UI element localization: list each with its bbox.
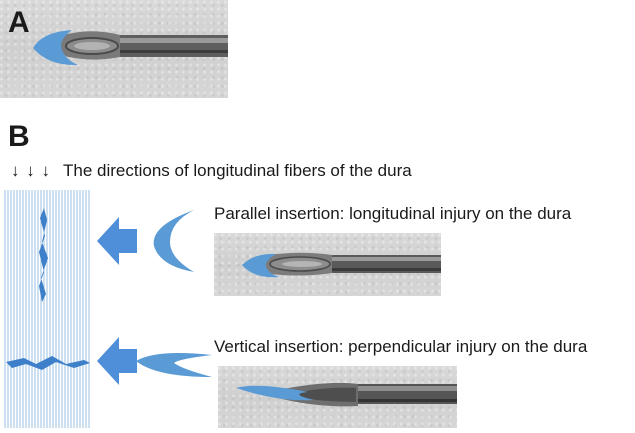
needle-bevel-illustration-a [33, 30, 228, 66]
needle-bevel-crescent-icon [153, 210, 194, 272]
panel-a-label: A [8, 6, 30, 39]
dura-fiber-panel [4, 190, 90, 428]
vertical-insertion-caption: Vertical insertion: perpendicular injury… [214, 337, 588, 356]
left-pointing-arrow-icon [97, 337, 137, 385]
fiber-direction-legend: The directions of longitudinal fibers of… [63, 161, 412, 180]
needle-photo-vertical [218, 366, 457, 428]
left-pointing-arrow-icon [97, 217, 137, 265]
needle-parallel-illustration [242, 252, 441, 278]
needle-vertical-illustration [236, 382, 457, 407]
needle-photo-a [0, 0, 228, 98]
needle-photo-parallel [214, 233, 441, 296]
panel-b-label: B [8, 120, 30, 153]
longitudinal-injury-mark [39, 208, 48, 302]
perpendicular-injury-mark [6, 356, 90, 370]
parallel-insertion-caption: Parallel insertion: longitudinal injury … [214, 204, 572, 223]
needle-bevel-edge-icon [136, 353, 212, 377]
down-arrow-icon: ↓ ↓ ↓ [11, 161, 51, 180]
